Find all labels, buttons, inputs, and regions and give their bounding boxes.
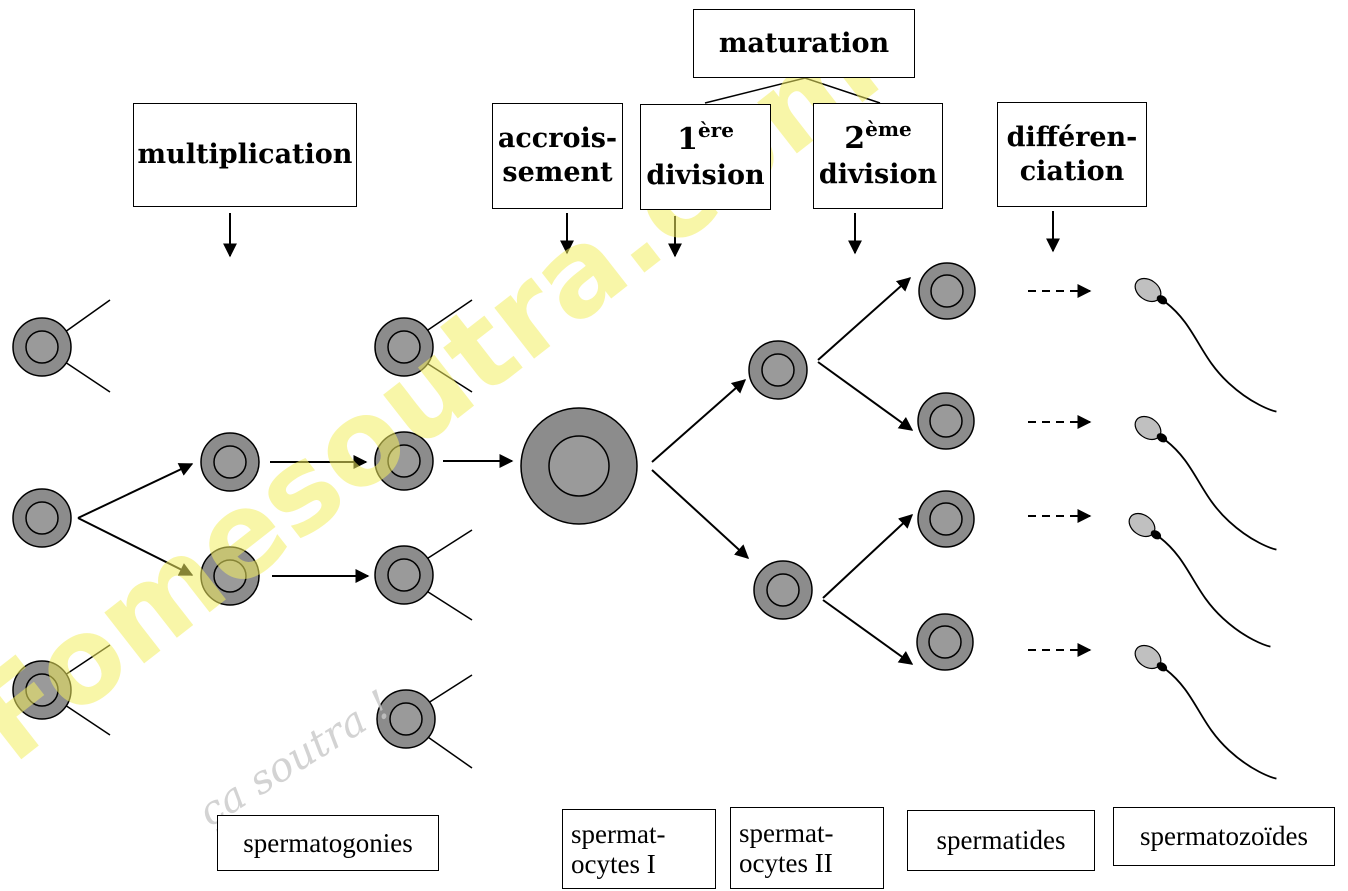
spermatozoon xyxy=(1134,415,1277,551)
spermatozoides-text: spermatozoïdes xyxy=(1140,821,1308,852)
mitosis-arrows xyxy=(77,454,514,583)
meiosis-2-arrows xyxy=(817,277,914,665)
differenciation-line-1: différen- xyxy=(1006,121,1138,153)
division-2-ordinal: 2ème xyxy=(844,117,912,158)
spermatocyte-2-cells xyxy=(748,340,813,620)
division-2-number: 2 xyxy=(844,121,866,157)
division-1-number: 1 xyxy=(677,122,698,158)
spermatocytes-1-line-1: spermat- xyxy=(571,818,666,849)
accroissement-label: accrois- sement xyxy=(492,103,623,209)
spermatocytes-1-label: spermat- ocytes I xyxy=(562,809,716,889)
spermatozoon xyxy=(1128,512,1271,648)
spermatozoides-label: spermatozoïdes xyxy=(1113,807,1335,866)
spermatogonies-text: spermatogonies xyxy=(243,827,413,858)
accroissement-line-1: accrois- xyxy=(497,123,618,155)
spermatid-cells xyxy=(916,262,976,671)
spermatocytes-2-line-2: ocytes II xyxy=(739,848,833,878)
differenciation-label: différen- ciation xyxy=(997,102,1147,207)
maturation-text: maturation xyxy=(718,27,890,59)
spermatocytes-2-line-1: spermat- xyxy=(739,817,834,848)
spermatozoon xyxy=(1134,277,1277,413)
spermatides-label: spermatides xyxy=(907,810,1095,871)
maturation-bracket xyxy=(704,77,881,104)
division-1-suffix: ère xyxy=(697,118,734,143)
division-2-suffix: ème xyxy=(865,117,912,142)
stage-arrows xyxy=(223,211,1060,258)
spermatogonies-label: spermatogonies xyxy=(217,815,439,871)
spermatocyte-1-cell xyxy=(520,407,638,525)
spermatocytes-1-line-2: ocytes I xyxy=(571,849,656,879)
spermatozoa xyxy=(1128,277,1277,780)
spermatogonia-column-3 xyxy=(374,299,473,769)
division-2-word: division xyxy=(818,158,938,190)
multiplication-text: multiplication xyxy=(137,139,353,171)
differenciation-line-2: ciation xyxy=(1019,155,1125,187)
multiplication-label: multiplication xyxy=(133,103,357,207)
spermatozoon xyxy=(1134,644,1277,780)
division-2-label: 2ème division xyxy=(813,103,943,209)
spermatocytes-2-label: spermat- ocytes II xyxy=(730,807,884,889)
division-1-label: 1ère division xyxy=(640,104,771,210)
spermatogonia-column-2 xyxy=(200,432,260,606)
meiosis-1-arrows xyxy=(651,379,750,559)
spermatogonia-column-1 xyxy=(12,299,111,736)
division-1-ordinal: 1ère xyxy=(677,118,734,159)
differentiation-arrows xyxy=(1028,284,1092,657)
spermatides-text: spermatides xyxy=(936,825,1066,856)
division-1-word: division xyxy=(646,159,765,191)
accroissement-line-2: sement xyxy=(502,157,613,188)
maturation-label: maturation xyxy=(693,9,915,78)
